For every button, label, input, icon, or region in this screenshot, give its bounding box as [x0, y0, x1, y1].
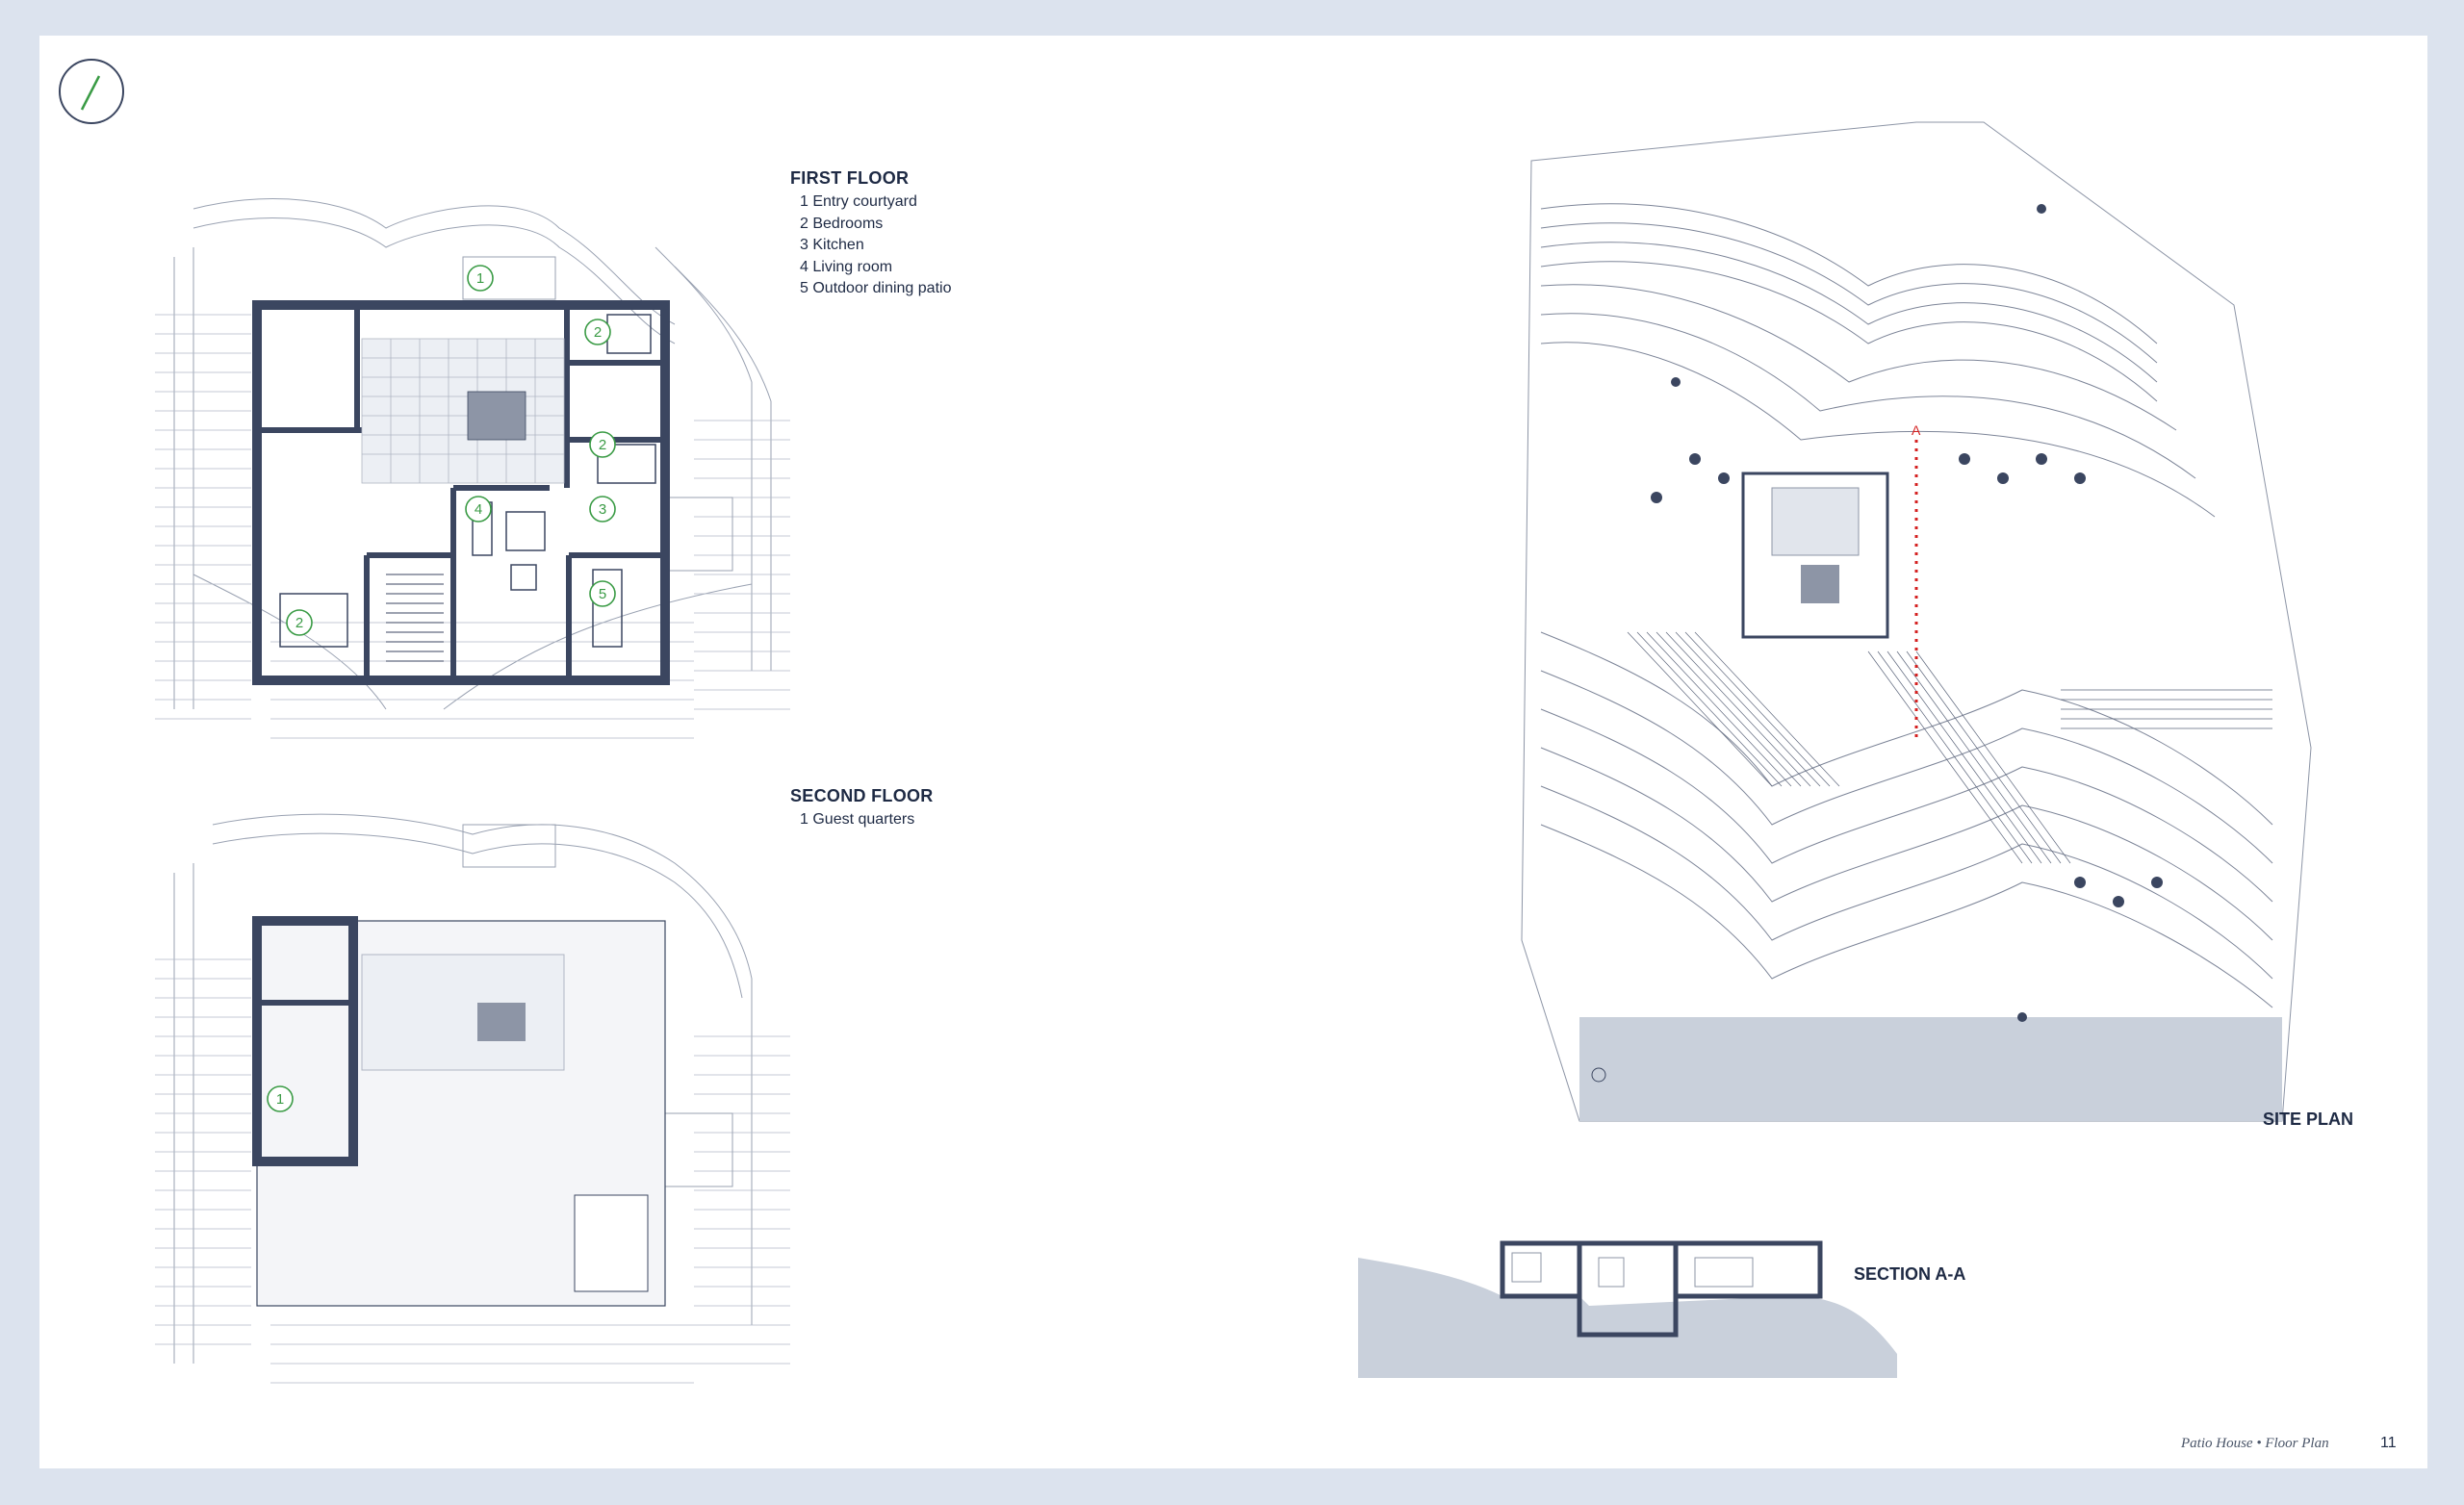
marker-bedroom: 2 [599, 437, 606, 453]
marker-kitchen: 3 [599, 501, 606, 518]
section-marker: A [1912, 422, 1921, 438]
legend-item: 2 Bedrooms [800, 215, 884, 232]
courtyard-paving [361, 338, 565, 484]
legend-item: 1 Guest quarters [800, 811, 915, 828]
first-floor-legend: 1 Entry courtyard 2 Bedrooms 3 Kitchen 4… [790, 191, 951, 300]
second-floor-legend: 1 Guest quarters [790, 809, 914, 831]
section-title: SECTION A-A [1854, 1264, 1966, 1284]
first-floor-room-markers [286, 265, 616, 636]
site-contours [1540, 203, 2273, 1008]
site-plan-title: SITE PLAN [2263, 1110, 2354, 1129]
site-ground [1579, 1017, 2282, 1121]
marker-dining-patio: 5 [599, 586, 606, 602]
site-rock-hatching [1627, 631, 2272, 864]
site-plan: A [1521, 121, 2312, 1122]
north-arrow-icon [59, 59, 124, 124]
first-floor-title: FIRST FLOOR [790, 168, 910, 188]
legend-item: 5 Outdoor dining patio [800, 280, 952, 296]
terrain-hatching [155, 314, 790, 739]
marker-living-room: 4 [475, 501, 482, 518]
second-floor-title: SECOND FLOOR [790, 786, 934, 805]
stairs [386, 574, 444, 662]
exterior-walls [252, 300, 670, 685]
marker-entry-courtyard: 1 [476, 270, 484, 287]
marker-bedroom: 2 [295, 615, 303, 631]
section-a-a-drawing [1358, 1240, 1897, 1378]
legend-item: 1 Entry courtyard [800, 193, 917, 210]
site-trees [1651, 204, 2163, 1022]
page-number: 11 [2380, 1435, 2397, 1451]
legend-item: 3 Kitchen [800, 237, 864, 253]
terrain-contours [173, 198, 772, 710]
first-floor-plan: 1 2 2 2 3 4 5 [155, 198, 790, 739]
interior-walls [257, 305, 665, 680]
second-floor-plan: 1 [155, 813, 790, 1384]
marker-bedroom: 2 [594, 324, 602, 341]
marker-guest-quarters: 1 [276, 1091, 284, 1108]
document-page: 1 2 2 2 3 4 5 FIRST FLOOR 1 Entry courty… [39, 36, 2427, 1468]
legend-item: 4 Living room [800, 258, 893, 275]
footer-caption: Patio House • Floor Plan [2181, 1436, 2329, 1451]
